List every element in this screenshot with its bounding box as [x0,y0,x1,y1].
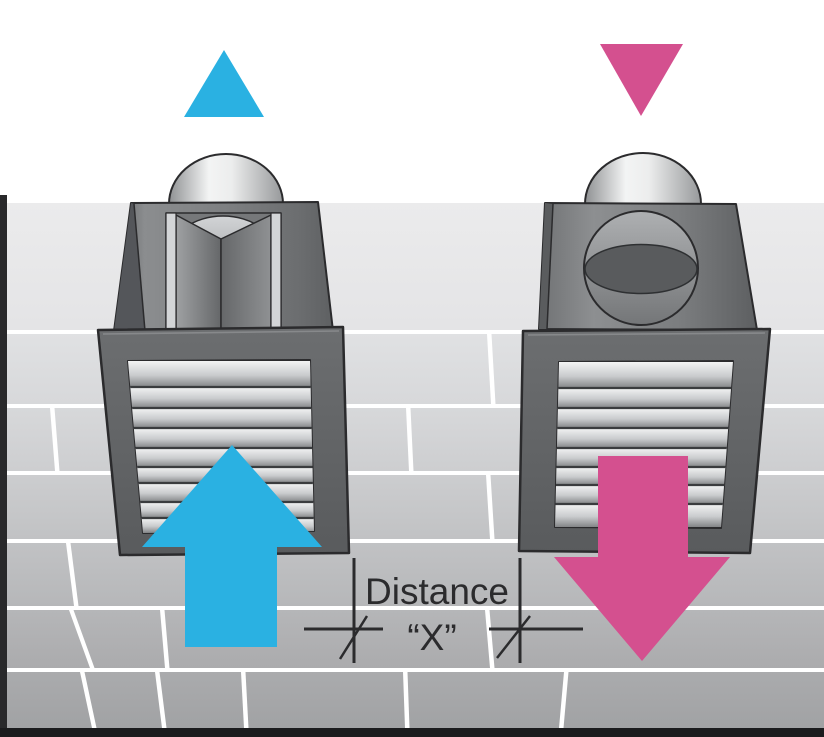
bottom-border [0,728,824,737]
distance-x-label: “X” [407,617,456,658]
v-baffle-panel [165,212,282,332]
baffle-rail-left [165,212,177,332]
frame-highlight [102,330,340,335]
down-arrow-icon [554,456,730,661]
up-arrow-icon [142,445,322,647]
intake-vent-illustration [96,153,351,557]
dimension-markers [304,558,583,663]
distance-label: Distance [365,571,509,612]
down-triangle-icon [600,44,683,116]
frame-highlight [527,332,766,336]
vent-body-crease [546,203,554,330]
sky-background [0,0,824,203]
left-border [0,195,7,737]
vent-body-side-face [539,203,553,329]
brick-row [0,672,824,728]
vent-body-side-face [114,203,145,331]
up-triangle-icon [184,50,264,117]
vent-body-crease [133,203,146,332]
louver-slats [128,361,314,533]
dimension-marker-right [489,558,583,663]
brick-joints [50,334,569,728]
brick-row [0,610,824,668]
dimension-marker-left [304,558,383,663]
baffle-rail-right [270,212,282,332]
duct-interior [584,243,698,295]
